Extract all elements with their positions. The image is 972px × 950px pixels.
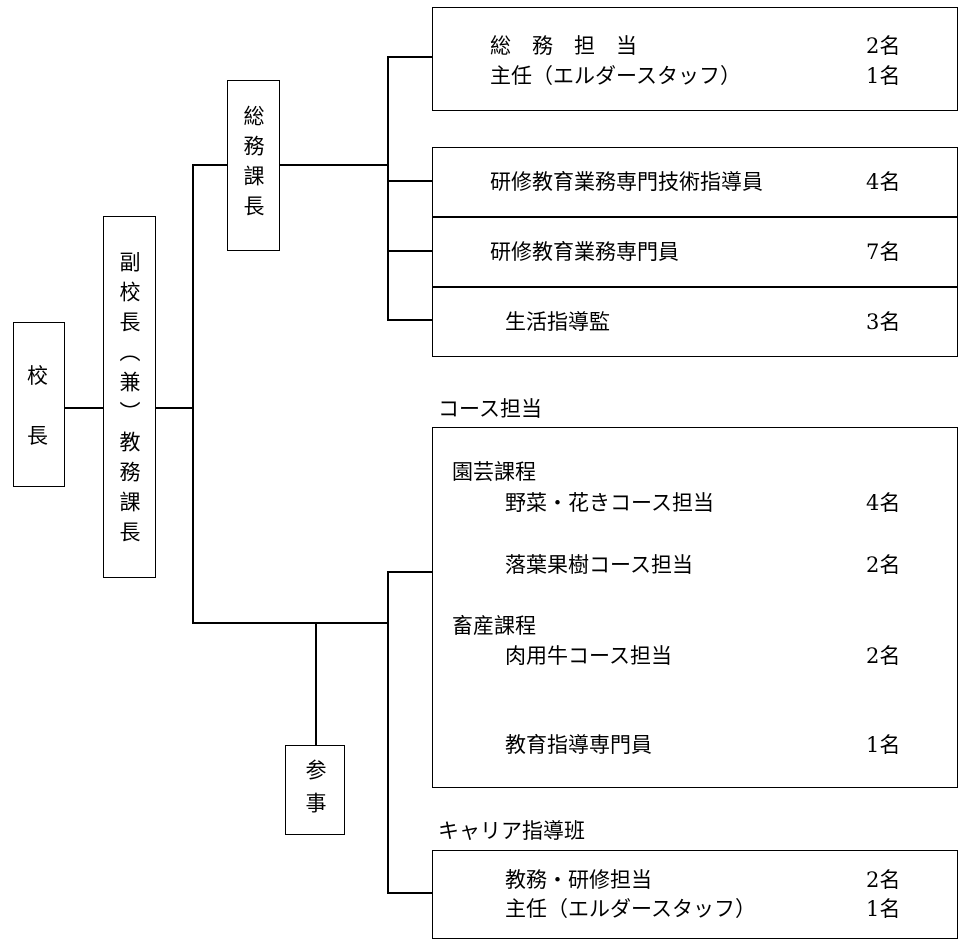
connector <box>387 319 432 321</box>
staff-role: 生活指導監 <box>505 310 610 334</box>
staff-role: 教育指導専門員 <box>505 733 652 757</box>
connector <box>387 56 389 321</box>
vice-principal-box: 副校長（兼）教務課長 <box>103 216 156 578</box>
general-affairs-manager-box: 総務課長 <box>227 80 280 251</box>
staff-count: 2名 <box>866 553 901 577</box>
councilor-box: 参事 <box>285 745 345 835</box>
connector <box>387 571 432 573</box>
career-box: 教務・研修担当 2名 主任（エルダースタッフ） 1名 <box>432 850 958 939</box>
principal-label: 長 <box>27 424 48 448</box>
staff-role: 落葉果樹コース担当 <box>505 553 693 577</box>
program-heading: 園芸課程 <box>452 460 536 484</box>
staff-role: 教務・研修担当 <box>505 868 652 892</box>
course-section-title: コース担当 <box>438 397 542 421</box>
principal-label: 校 <box>27 364 48 388</box>
staff-role: 研修教育業務専門員 <box>490 240 679 264</box>
staff-count: 1名 <box>866 897 901 921</box>
staff-count: 4名 <box>866 491 901 515</box>
connector <box>192 622 389 624</box>
staff-count: 1名 <box>866 64 901 88</box>
staff-count: 1名 <box>866 733 901 757</box>
councilor-label: 参事 <box>303 759 327 825</box>
principal-box: 校 長 <box>13 322 65 487</box>
connector <box>64 407 103 409</box>
staff-count: 4名 <box>866 170 901 194</box>
staff-role: 研修教育業務専門技術指導員 <box>490 170 763 194</box>
connector <box>192 164 194 624</box>
career-section-title: キャリア指導班 <box>438 819 585 843</box>
general-staff-box: 総 務 担 当 2名 主任（エルダースタッフ） 1名 <box>432 7 958 111</box>
vice-principal-label: 副校長（兼）教務課長 <box>117 251 141 551</box>
staff-role: 野菜・花きコース担当 <box>505 491 714 515</box>
connector <box>279 164 389 166</box>
connector <box>315 622 317 745</box>
staff-role: 総 務 担 当 <box>490 34 637 58</box>
staff-count: 2名 <box>866 644 901 668</box>
connector <box>387 250 432 252</box>
staff-count: 7名 <box>866 240 901 264</box>
connector <box>387 892 432 894</box>
course-box: 園芸課程 野菜・花きコース担当 4名 落葉果樹コース担当 2名 畜産課程 肉用牛… <box>432 427 958 788</box>
staff-role: 主任（エルダースタッフ） <box>490 64 741 88</box>
connector <box>387 180 432 182</box>
staff-role: 肉用牛コース担当 <box>505 644 672 668</box>
staff-count: 2名 <box>866 34 901 58</box>
staff-count: 2名 <box>866 868 901 892</box>
divider <box>433 216 957 218</box>
general-affairs-manager-label: 総務課長 <box>241 105 265 225</box>
staff-count: 3名 <box>866 310 901 334</box>
program-heading: 畜産課程 <box>452 614 536 638</box>
staff-role: 主任（エルダースタッフ） <box>505 897 756 921</box>
connector <box>155 407 193 409</box>
training-staff-box: 研修教育業務専門技術指導員 4名 研修教育業務専門員 7名 生活指導監 3名 <box>432 147 958 357</box>
connector <box>387 571 389 894</box>
connector <box>387 56 432 58</box>
divider <box>433 286 957 288</box>
connector <box>192 164 227 166</box>
